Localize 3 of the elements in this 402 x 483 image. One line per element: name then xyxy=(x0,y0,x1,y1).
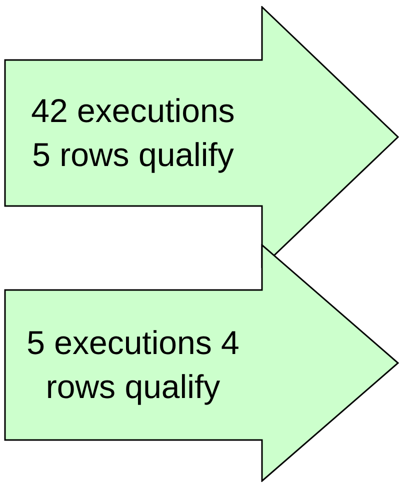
block-arrow xyxy=(4,244,400,482)
arrow-text: 5 executions 4 rows qualify xyxy=(26,323,240,407)
arrow-text: 42 executions 5 rows qualify xyxy=(30,91,236,175)
